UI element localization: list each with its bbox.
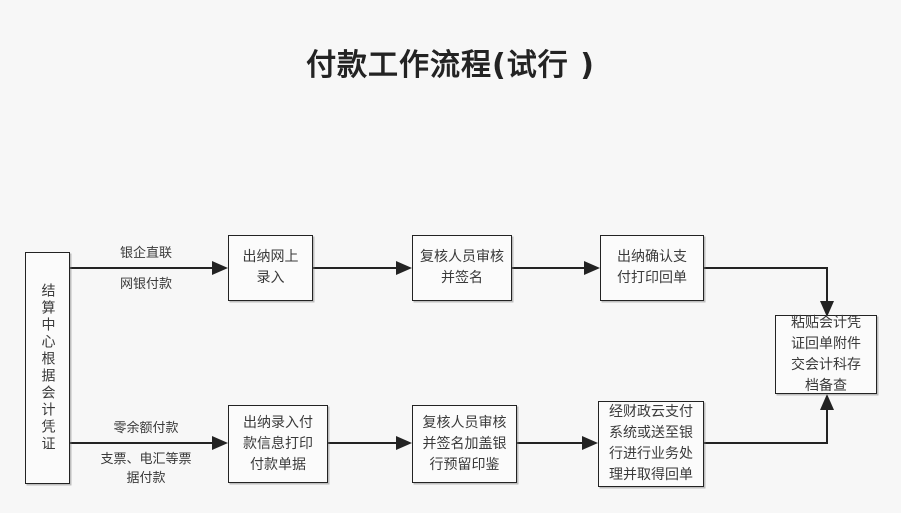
- node-cashier-online-entry-label: 出纳网上 录入: [242, 249, 299, 286]
- arrowhead-cashier-online-entry: [212, 261, 228, 275]
- arrowhead-reviewer-audit-sign: [396, 261, 412, 275]
- node-cashier-confirm-print[interactable]: 出纳确认支 付打印回单: [600, 235, 704, 301]
- arrowhead-cashier-entry-print-voucher: [212, 436, 228, 450]
- node-cashier-entry-print-voucher[interactable]: 出纳录入付 款信息打印 付款单据: [228, 405, 328, 483]
- node-fiscal-cloud-or-bank-label: 经财政云支付 系统或送至银 行进行业务处 理并取得回单: [609, 404, 693, 483]
- node-settlement-center-label: 结算中心根据会计凭证: [39, 283, 56, 453]
- node-cashier-entry-print-voucher-label: 出纳录入付 款信息打印 付款单据: [243, 414, 313, 473]
- arrowhead-archive-top: [820, 301, 834, 317]
- node-cashier-online-entry[interactable]: 出纳网上 录入: [228, 235, 313, 301]
- arrowhead-archive-bottom: [820, 394, 834, 410]
- node-reviewer-audit-sign[interactable]: 复核人员审核 并签名: [412, 235, 512, 301]
- node-reviewer-audit-sign-seal-label: 复核人员审核 并签名加盖银 行预留印鉴: [422, 414, 507, 473]
- edge-label-check-wire-payment: 支票、电汇等票 据付款: [100, 452, 192, 486]
- node-cashier-confirm-print-label: 出纳确认支 付打印回单: [617, 249, 687, 286]
- arrowhead-fiscal-cloud-or-bank: [582, 436, 598, 450]
- page-title: 付款工作流程(试行 ): [306, 48, 595, 83]
- arrowhead-reviewer-audit-sign-seal: [396, 436, 412, 450]
- edge-label-online-bank-payment: 网银付款: [119, 277, 172, 292]
- node-archive-voucher[interactable]: 粘贴会计凭 证回单附件 交会计科存 档备查: [775, 315, 877, 394]
- arrowhead-cashier-confirm-print: [584, 261, 600, 275]
- edge-label-zero-balance-payment: 零余额付款: [113, 421, 179, 436]
- node-settlement-center[interactable]: 结算中心根据会计凭证: [25, 252, 70, 484]
- wire-confirm-to-archive: [704, 267, 828, 301]
- wire-fiscal-to-archive: [704, 410, 828, 444]
- node-fiscal-cloud-or-bank[interactable]: 经财政云支付 系统或送至银 行进行业务处 理并取得回单: [598, 401, 704, 487]
- edge-label-bank-direct-link: 银企直联: [119, 246, 172, 261]
- node-reviewer-audit-sign-seal[interactable]: 复核人员审核 并签名加盖银 行预留印鉴: [412, 405, 517, 483]
- node-archive-voucher-label: 粘贴会计凭 证回单附件 交会计科存 档备查: [791, 314, 861, 394]
- node-reviewer-audit-sign-label: 复核人员审核 并签名: [420, 249, 504, 286]
